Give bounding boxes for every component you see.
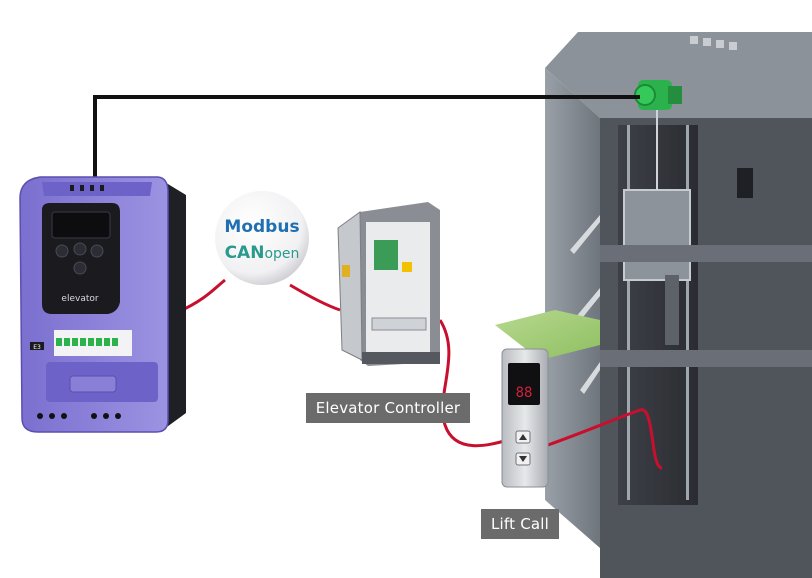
can-open-text: open bbox=[264, 246, 299, 262]
drive-lower-slot bbox=[69, 375, 117, 393]
elevator-car bbox=[623, 189, 691, 281]
roof-vent-3 bbox=[716, 40, 724, 48]
vent-holes bbox=[70, 185, 104, 191]
variable-frequency-drive: elevator E3 bbox=[19, 176, 186, 433]
power-terminals bbox=[37, 413, 121, 419]
building bbox=[495, 32, 812, 578]
din-rail-terminals bbox=[371, 317, 427, 331]
warning-sticker bbox=[402, 262, 412, 272]
floor-indicator bbox=[508, 363, 540, 405]
cabinet-door-open bbox=[337, 211, 363, 361]
controller-pcb bbox=[374, 240, 398, 270]
protocol-sphere: Modbus CANopen bbox=[215, 191, 309, 285]
roof-vent-4 bbox=[729, 42, 737, 50]
power-cable bbox=[93, 95, 640, 180]
keypad-button-left bbox=[55, 244, 69, 258]
cable-protocol-to-controller bbox=[289, 283, 341, 312]
modbus-logo-text: Modbus bbox=[224, 217, 299, 237]
model-badge: E3 bbox=[33, 344, 41, 351]
stairs bbox=[570, 215, 600, 394]
keypad-button-right bbox=[90, 244, 104, 258]
building-front-facade bbox=[545, 68, 600, 548]
model-badge-bg bbox=[30, 342, 44, 350]
lift-call-label: Lift Call bbox=[481, 509, 559, 539]
floor-slab-upper bbox=[600, 245, 812, 262]
controller-cabinet bbox=[337, 202, 440, 366]
lift-call-panel: 88 bbox=[501, 348, 549, 488]
shaft-rail-left bbox=[627, 125, 630, 500]
cable-controller-to-liftcall bbox=[438, 319, 509, 448]
counterweight bbox=[665, 275, 679, 345]
shaft-rail-right bbox=[686, 125, 689, 500]
roof-vent-1 bbox=[690, 36, 698, 44]
floor-indicator-digits: 88 bbox=[516, 385, 533, 401]
door-lock bbox=[342, 265, 350, 277]
floor-slab-lower bbox=[600, 350, 812, 367]
green-floor bbox=[495, 310, 600, 360]
cabinet-base bbox=[362, 352, 440, 364]
can-bold-text: CAN bbox=[225, 243, 265, 263]
canopen-logo: CANopen bbox=[225, 243, 300, 263]
drive-brand-text: elevator bbox=[61, 294, 98, 304]
chevron-up-icon bbox=[519, 434, 527, 440]
drive-top-shelf bbox=[42, 182, 152, 196]
keypad-button-center bbox=[73, 242, 87, 256]
elevator-controller-label: Elevator Controller bbox=[306, 393, 470, 423]
cable-liftcall-to-car bbox=[547, 408, 663, 470]
terminal-screws bbox=[56, 338, 118, 346]
roof-vent-2 bbox=[703, 38, 711, 46]
drive-display bbox=[51, 211, 111, 239]
window-upper bbox=[737, 168, 753, 198]
chevron-down-icon bbox=[519, 456, 527, 462]
keypad-button-down bbox=[73, 261, 87, 275]
